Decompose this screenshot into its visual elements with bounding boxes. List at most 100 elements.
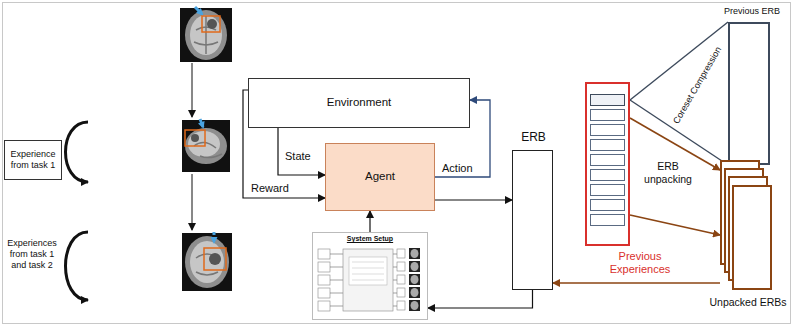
unpacked-buffer [732,185,772,290]
conv-block [343,249,393,311]
curved-arrow-part [66,232,89,300]
buffer-slot [590,94,625,106]
mri-coronal-part [185,236,229,288]
mri-coronal-part [213,232,216,242]
side-note: Experiences from task 1 and task 2 [3,238,61,270]
mri-sagittal-part [188,131,220,157]
node-heading: ERB [493,130,574,144]
output-box [397,275,405,284]
previous-experiences-box: Previous Experiences [585,82,630,246]
input-slice [318,301,330,311]
output-box [397,249,405,258]
mri-axial-part [185,10,227,60]
conv-line [352,280,384,281]
conv-line [352,274,384,275]
curved-arrow-part [66,122,89,182]
mri-coronal-part [204,248,226,270]
buffer-slot [590,154,625,166]
task-box: Experience from task 1 [4,140,62,180]
node-heading: Unpacked ERBs [706,296,790,309]
output-slice [409,287,420,298]
mri-sagittal-part [185,130,205,146]
connector-line [428,290,533,308]
mri-coronal [182,232,232,291]
environment-box: Environment [248,78,470,128]
mri-coronal-part [182,233,232,291]
input-wire [330,293,343,294]
curved-arrow [66,122,89,300]
unpacked-erb-stack: Unpacked ERBs [720,160,772,290]
conv-line [352,262,384,263]
mri-axial [180,7,232,62]
input-slice [318,249,330,259]
mri-sagittal-part [194,142,222,157]
output-brain [411,288,419,297]
mri-sagittal-part [191,134,199,142]
buffer-slot [590,184,625,196]
connector [630,118,720,235]
connector-label: ERB unpacking [641,160,695,185]
connector-label: State [284,150,312,163]
mri-axial-part [195,7,202,14]
node-text: Experience from task 1 [7,149,59,171]
output-brain [411,249,419,258]
input-wire [330,254,343,255]
conv-line [352,268,384,269]
mri-axial-part [202,16,220,32]
output-wire [393,306,397,307]
connector-line [435,199,512,200]
output-wire [393,293,397,294]
mri-coronal-part [209,253,221,265]
connector-line [369,211,370,232]
output-slice [409,300,420,311]
connector-line [278,128,325,175]
connector-label: Coreset Compression [671,44,725,127]
connector [630,22,728,165]
sequence-arrow-part [192,174,193,230]
connector-line [553,282,720,284]
input-slice [318,262,330,272]
connector [435,200,512,201]
mri-axial-part [180,8,232,62]
connector-line [630,215,720,235]
output-brain [411,275,419,284]
mri-sagittal-part [182,120,230,172]
output-box [397,301,405,310]
buffer-slot [590,139,625,151]
mri-axial-part [190,15,222,55]
output-brain [411,301,419,310]
connector [553,283,720,284]
output-wire [393,267,397,268]
connector [428,290,533,308]
output-brain [411,262,419,271]
input-wire [330,280,343,281]
output-box [397,288,405,297]
input-wire [330,306,343,307]
system-setup-figure: System Setup [312,232,428,320]
buffer-slot [590,124,625,136]
node-text: Agent [365,170,395,184]
network-illustration [313,233,427,319]
mri-sagittal [182,119,230,172]
output-slice [409,248,420,259]
node-heading: Previous ERB [720,6,784,17]
input-wire [330,267,343,268]
erb-buffer: ERB [512,150,553,290]
connector-label: Action [441,162,474,175]
previous-erb-buffer: Previous ERB [728,22,770,165]
conv-inner [349,257,387,285]
buffer-slot [590,109,625,121]
connector [370,211,371,232]
mri-sagittal-part [185,128,227,164]
mri-axial-part [194,16,218,54]
buffer-slot [590,214,625,226]
output-slice [409,261,420,272]
output-slice [409,274,420,285]
node-text: System Setup [313,233,427,243]
connector-label: Reward [250,182,290,195]
input-slice [318,288,330,298]
connector [278,128,325,175]
output-wire [393,280,397,281]
input-slice [318,275,330,285]
mri-sagittal-part [200,119,203,127]
